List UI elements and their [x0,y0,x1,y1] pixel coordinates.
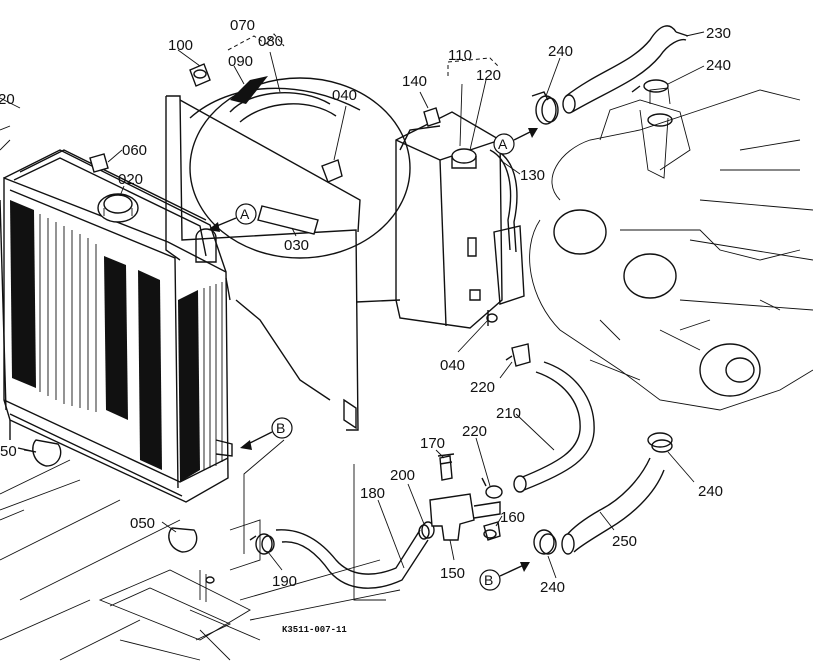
label-part-140: 140 [402,73,427,90]
label-part-130: 130 [520,167,545,184]
radiator-cap [97,193,139,223]
label-part-020-cut: 20 [0,91,15,108]
bracket-040-shroud [321,159,343,183]
label-part-100: 100 [168,37,193,54]
ref-letter-b-1: B [276,420,285,436]
fan-ring [229,92,337,123]
radiator-core [0,149,233,553]
label-part-120: 120 [476,67,501,84]
reserve-tank [395,111,525,329]
label-part-220-upper: 220 [470,379,495,396]
shroud-rod [257,205,319,235]
clip-040-tank [486,310,498,326]
label-part-210: 210 [496,405,521,422]
ref-arrow-b-radiator: B [240,417,293,450]
label-part-240-upper-right: 240 [706,57,731,74]
plug-170 [437,453,455,481]
ref-letter-a-1: A [240,206,250,222]
t-joint [429,493,501,541]
label-part-160: 160 [500,509,525,526]
label-part-180: 180 [360,485,385,502]
leader-lines [0,31,705,601]
engine-block [529,87,813,411]
label-part-050: 050 [130,515,155,532]
label-part-150: 150 [440,565,465,582]
label-part-080: 080 [258,33,283,50]
hose-clamp-upper-right [631,79,669,93]
ref-arrow-b-hose: B [479,562,530,591]
hose-clamp-220-upper [505,343,531,367]
part-labels: 20 070 080 100 090 040 110 140 120 240 2… [0,17,731,596]
drawing-code: K3511-007-11 [282,625,347,635]
label-part-040-shroud: 040 [332,87,357,104]
hose-clamp-220-lower [481,477,503,499]
hose-clamp-200 [418,521,435,540]
label-part-190: 190 [272,573,297,590]
hose-clamp-upper-left [531,91,559,125]
hose-210 [513,361,595,493]
label-part-060: 060 [122,142,147,159]
bolt-140 [423,107,441,127]
bolt-160 [483,521,501,541]
label-part-240-upper-left: 240 [548,43,573,60]
label-part-110: 110 [448,47,472,64]
bolt-100 [189,63,211,87]
ref-letter-a-2: A [498,136,508,152]
label-part-230: 230 [706,25,731,42]
label-part-240-lower-right: 240 [698,483,723,500]
label-part-170: 170 [420,435,445,452]
label-part-020: 020 [118,171,143,188]
ref-arrow-a-radiator: A [208,203,257,232]
label-part-250: 250 [612,533,637,550]
label-part-090: 090 [228,53,253,70]
fan-shroud [165,77,411,431]
hose-180 [275,529,429,589]
hose-clamp-lower-lower [533,529,557,555]
upper-hose [562,25,689,114]
hose-clamp-190 [249,533,275,555]
label-part-070: 070 [230,17,255,34]
label-part-240-lower: 240 [540,579,565,596]
bolt-060 [89,153,109,173]
lower-hose [561,457,665,555]
label-part-200: 200 [390,467,415,484]
label-part-220-lower: 220 [462,423,487,440]
label-part-030: 030 [284,237,309,254]
label-part-040-tank: 040 [440,357,465,374]
label-part-050-cut: 50 [0,443,17,460]
frame-lines [0,125,401,661]
plate-090 [230,76,268,104]
hose-clamp-lower-upper [647,432,673,453]
ref-letter-b-2: B [484,572,493,588]
ref-arrow-a-hose: A [493,128,538,155]
